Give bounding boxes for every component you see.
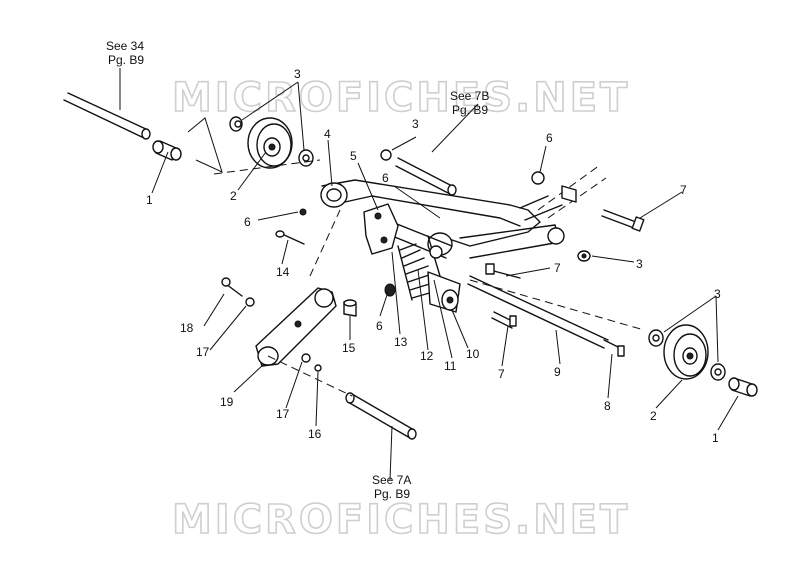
callout-16: 16 (308, 427, 322, 441)
right-idler-wheel (648, 324, 726, 381)
callout-5: 5 (350, 149, 357, 163)
callout-7-upper: 7 (680, 183, 687, 197)
left-shaft (63, 92, 151, 140)
callout-1-left: 1 (146, 193, 153, 207)
bolt-8 (603, 339, 625, 357)
callout-18: 18 (180, 321, 194, 335)
callout-3-left: 3 (294, 67, 301, 81)
see-34-page: Pg. B9 (108, 53, 144, 67)
callout-9: 9 (554, 365, 561, 379)
see-7b-ref: See 7B (450, 89, 489, 103)
callout-3-right: 3 (636, 257, 643, 271)
callout-10: 10 (466, 347, 480, 361)
rear-shaft (467, 275, 645, 349)
see-7a-ref: See 7A (372, 473, 411, 487)
callout-13: 13 (394, 335, 408, 349)
callout-6-mid: 6 (382, 171, 389, 185)
callout-1-right: 1 (712, 431, 719, 445)
callout-7-lower: 7 (498, 367, 505, 381)
leader-lines (119, 68, 739, 481)
callout-17-lower: 17 (276, 407, 290, 421)
callout-19: 19 (220, 395, 234, 409)
left-bushing-1 (152, 140, 182, 161)
washer-3-right (577, 250, 591, 262)
callout-8: 8 (604, 399, 611, 413)
bolt-7-center (485, 263, 521, 279)
callout-11: 11 (444, 359, 457, 373)
callout-2-left: 2 (230, 189, 237, 203)
callout-14: 14 (276, 265, 290, 279)
callout-6-left: 6 (244, 215, 251, 229)
left-idler-wheel (229, 116, 314, 169)
upper-shaft (380, 149, 457, 196)
callout-2-right: 2 (650, 409, 657, 423)
callout-6-right: 6 (546, 131, 553, 145)
callout-7-center: 7 (554, 261, 561, 275)
callout-6-lower: 6 (376, 319, 383, 333)
bolt-7-lower (491, 311, 517, 329)
callout-3-top: 3 (412, 117, 419, 131)
lower-link-arm (255, 287, 337, 367)
nut-16 (314, 364, 322, 372)
callout-12: 12 (420, 349, 434, 363)
bolt-14 (275, 230, 305, 245)
shock-spring (397, 235, 461, 313)
bolt-18 (221, 277, 243, 297)
right-bushing-1 (728, 377, 758, 397)
nut-6-left (299, 208, 307, 216)
right-nut-6 (531, 171, 577, 203)
washer-17-upper (245, 297, 255, 307)
washer-17-lower (301, 353, 311, 363)
callout-17-upper: 17 (196, 345, 210, 359)
nut-6-lower (384, 283, 396, 297)
callout-4: 4 (324, 127, 331, 141)
shock-bracket (363, 203, 399, 255)
callout-15: 15 (342, 341, 356, 355)
callout-3-far-right: 3 (714, 287, 721, 301)
see-7b-page: Pg. B9 (452, 103, 488, 117)
see-34-ref: See 34 (106, 39, 144, 53)
watermark-bottom: MICROFICHES.NET (172, 497, 630, 543)
bolt-7-upper (601, 209, 645, 232)
lower-shaft (345, 392, 417, 440)
watermark-top: MICROFICHES.NET (172, 75, 630, 121)
bushing-15 (343, 299, 357, 317)
see-7a-page: Pg. B9 (374, 487, 410, 501)
